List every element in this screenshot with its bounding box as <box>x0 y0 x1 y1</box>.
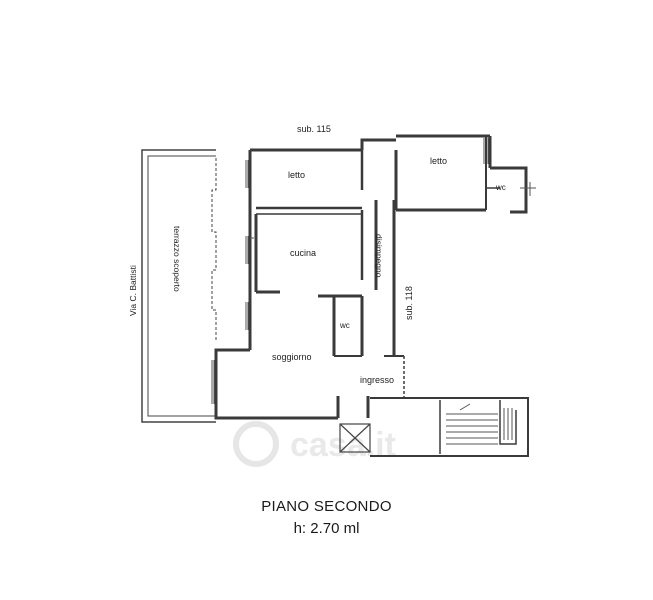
label-cucina: cucina <box>290 248 316 258</box>
elevator-shaft <box>339 423 371 453</box>
label-letto-2: letto <box>430 156 447 166</box>
stairs <box>446 403 513 445</box>
label-street: Via C. Battisti <box>128 265 138 316</box>
label-ingresso: ingresso <box>360 375 394 385</box>
walls <box>214 134 529 457</box>
terrace <box>141 149 217 423</box>
boundary-labels: sub. 115 sub. 118 Via C. Battisti <box>128 124 414 320</box>
label-wc-right: wc <box>495 183 506 192</box>
label-disimpegno: disimpegno <box>374 234 384 278</box>
label-sub-118: sub. 118 <box>404 286 414 320</box>
room-labels: letto letto wc cucina disimpegno wc sogg… <box>172 156 506 385</box>
label-wc-center: wc <box>339 321 350 330</box>
ceiling-height: h: 2.70 ml <box>293 520 360 537</box>
windows <box>211 138 536 404</box>
watermark: casa.it <box>233 421 396 467</box>
floor-title: PIANO SECONDO <box>261 498 392 515</box>
label-terrazzo: terrazzo scoperto <box>172 226 182 292</box>
label-letto-1: letto <box>288 170 305 180</box>
label-soggiorno: soggiorno <box>272 352 312 362</box>
watermark-text: casa.it <box>290 426 396 464</box>
label-sub-115: sub. 115 <box>297 124 331 134</box>
